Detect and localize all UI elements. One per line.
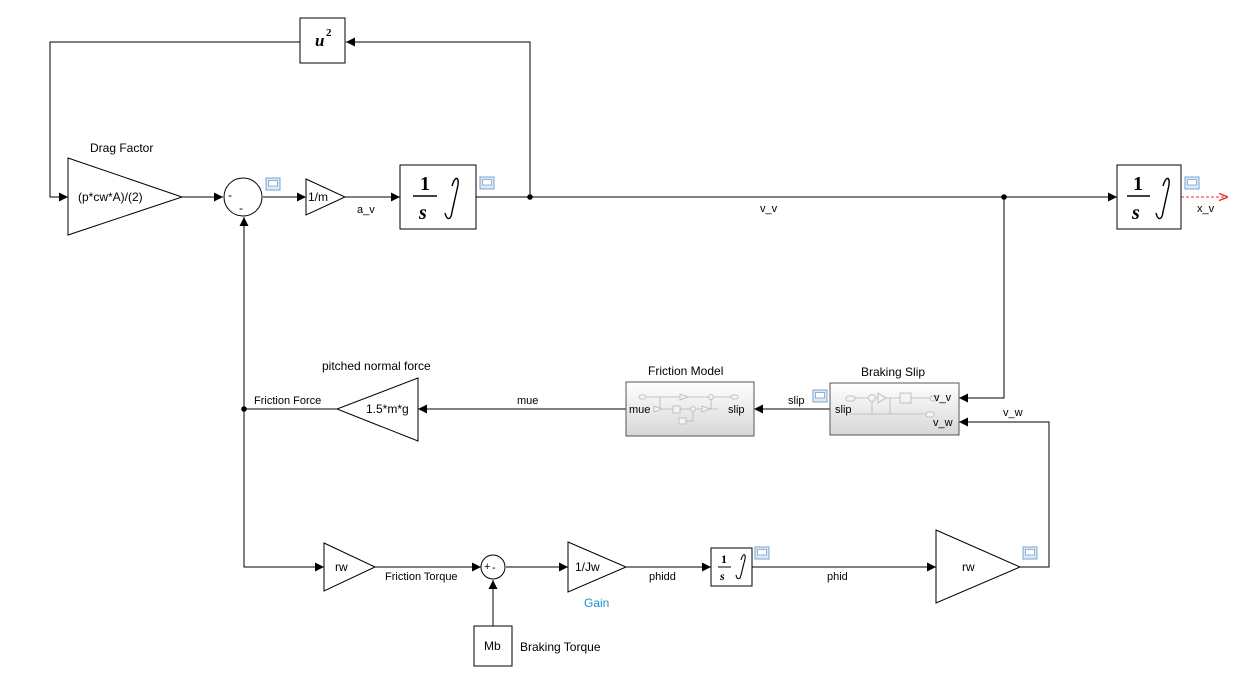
signal-line-to-rw[interactable] <box>243 409 324 572</box>
jw-gain-block[interactable]: 1/Jw <box>567 541 628 593</box>
signal-label-slip: slip <box>788 395 805 407</box>
braking-slip-port-v-w: v_w <box>933 417 953 429</box>
branch-point <box>527 194 533 200</box>
integrator-num: 1 <box>721 552 727 566</box>
rw-gain-expr: rw <box>335 560 348 574</box>
braking-slip-title: Braking Slip <box>861 365 925 379</box>
square-function-block[interactable]: u 2 <box>299 17 346 64</box>
integrator-position-block[interactable]: 1 s <box>1116 164 1182 230</box>
signal-line-to-drag[interactable] <box>49 41 300 202</box>
signal-line-v-w[interactable] <box>959 417 1050 568</box>
jw-gain-expr: 1/Jw <box>575 560 600 574</box>
subsystem-preview-icon <box>638 393 739 425</box>
normal-force-gain-block[interactable]: 1.5*m*g <box>335 377 419 442</box>
integrator-den: s <box>719 569 725 583</box>
integrator-num: 1 <box>420 173 430 195</box>
mass-gain-block[interactable]: 1/m <box>305 178 347 216</box>
normal-force-expr: 1.5*m*g <box>366 402 409 416</box>
integrator-velocity-block[interactable]: 1 s <box>399 164 477 230</box>
branch-point <box>241 406 247 412</box>
rw-gain-expr: rw <box>962 560 975 574</box>
drag-factor-gain-block[interactable]: (p*cw*A)/(2) <box>67 157 184 236</box>
viewer-icon[interactable] <box>479 176 495 190</box>
signal-label-v-w: v_w <box>1003 407 1023 419</box>
viewer-icon[interactable] <box>1022 546 1038 560</box>
signal-label-x-v: x_v <box>1197 203 1215 215</box>
integrator-den: s <box>1131 202 1140 224</box>
integrator-phi-block[interactable]: 1 s <box>710 547 753 587</box>
signal-line-friction-force[interactable] <box>239 217 337 410</box>
signal-label-a-v: a_v <box>357 204 375 216</box>
signal-line-to-square[interactable] <box>346 37 531 197</box>
friction-model-subsystem[interactable]: mue slip <box>625 381 755 437</box>
rw-gain-block-friction[interactable]: rw <box>323 542 377 592</box>
friction-model-in-port: mue <box>629 404 650 416</box>
drag-factor-title: Drag Factor <box>90 141 153 155</box>
braking-torque-constant-block[interactable]: Mb <box>473 625 513 667</box>
integral-sign-icon <box>1155 177 1170 220</box>
viewer-icon[interactable] <box>754 546 770 560</box>
signal-label-friction-torque: Friction Torque <box>385 571 458 583</box>
braking-slip-subsystem[interactable]: slip v_v v_w <box>829 382 960 436</box>
rw-gain-block-wheel[interactable]: rw <box>935 529 1022 604</box>
sum-sign-left: - <box>228 188 232 202</box>
braking-torque-expr: Mb <box>484 639 501 653</box>
braking-torque-title: Braking Torque <box>520 640 601 654</box>
integral-sign-icon <box>735 554 746 580</box>
square-exponent: 2 <box>326 27 332 39</box>
braking-slip-port-v-v: v_v <box>934 392 952 404</box>
viewer-icon[interactable] <box>812 389 828 403</box>
drag-factor-expr: (p*cw*A)/(2) <box>78 190 143 204</box>
normal-force-title: pitched normal force <box>322 359 431 373</box>
mass-gain-expr: 1/m <box>308 190 328 204</box>
square-base: u <box>315 31 324 50</box>
sum-block-torque[interactable]: + - <box>480 554 506 580</box>
friction-model-out-port: slip <box>728 404 745 416</box>
integrator-den: s <box>418 202 427 224</box>
signal-line-v-v-branch[interactable] <box>959 197 1005 403</box>
viewer-icon[interactable] <box>265 177 281 191</box>
subsystem-preview-icon <box>845 392 939 418</box>
integral-sign-icon <box>444 177 459 220</box>
signal-label-phidd: phidd <box>649 571 676 583</box>
signal-label-phid: phid <box>827 571 848 583</box>
sum-sign-left: + <box>484 561 490 573</box>
friction-model-title: Friction Model <box>648 364 723 378</box>
sum-sign-right: - <box>492 562 496 574</box>
signal-label-mue: mue <box>517 395 538 407</box>
branch-point <box>1001 194 1007 200</box>
gain-block-title[interactable]: Gain <box>584 596 609 610</box>
integrator-num: 1 <box>1133 173 1143 195</box>
braking-slip-in-port: slip <box>835 404 852 416</box>
sum-sign-bottom: - <box>239 201 243 215</box>
signal-label-friction-force: Friction Force <box>254 395 321 407</box>
sum-block-force[interactable]: - - <box>223 177 263 217</box>
signal-label-v-v: v_v <box>760 203 778 215</box>
viewer-icon[interactable] <box>1184 176 1200 190</box>
signal-lines <box>49 37 1228 626</box>
